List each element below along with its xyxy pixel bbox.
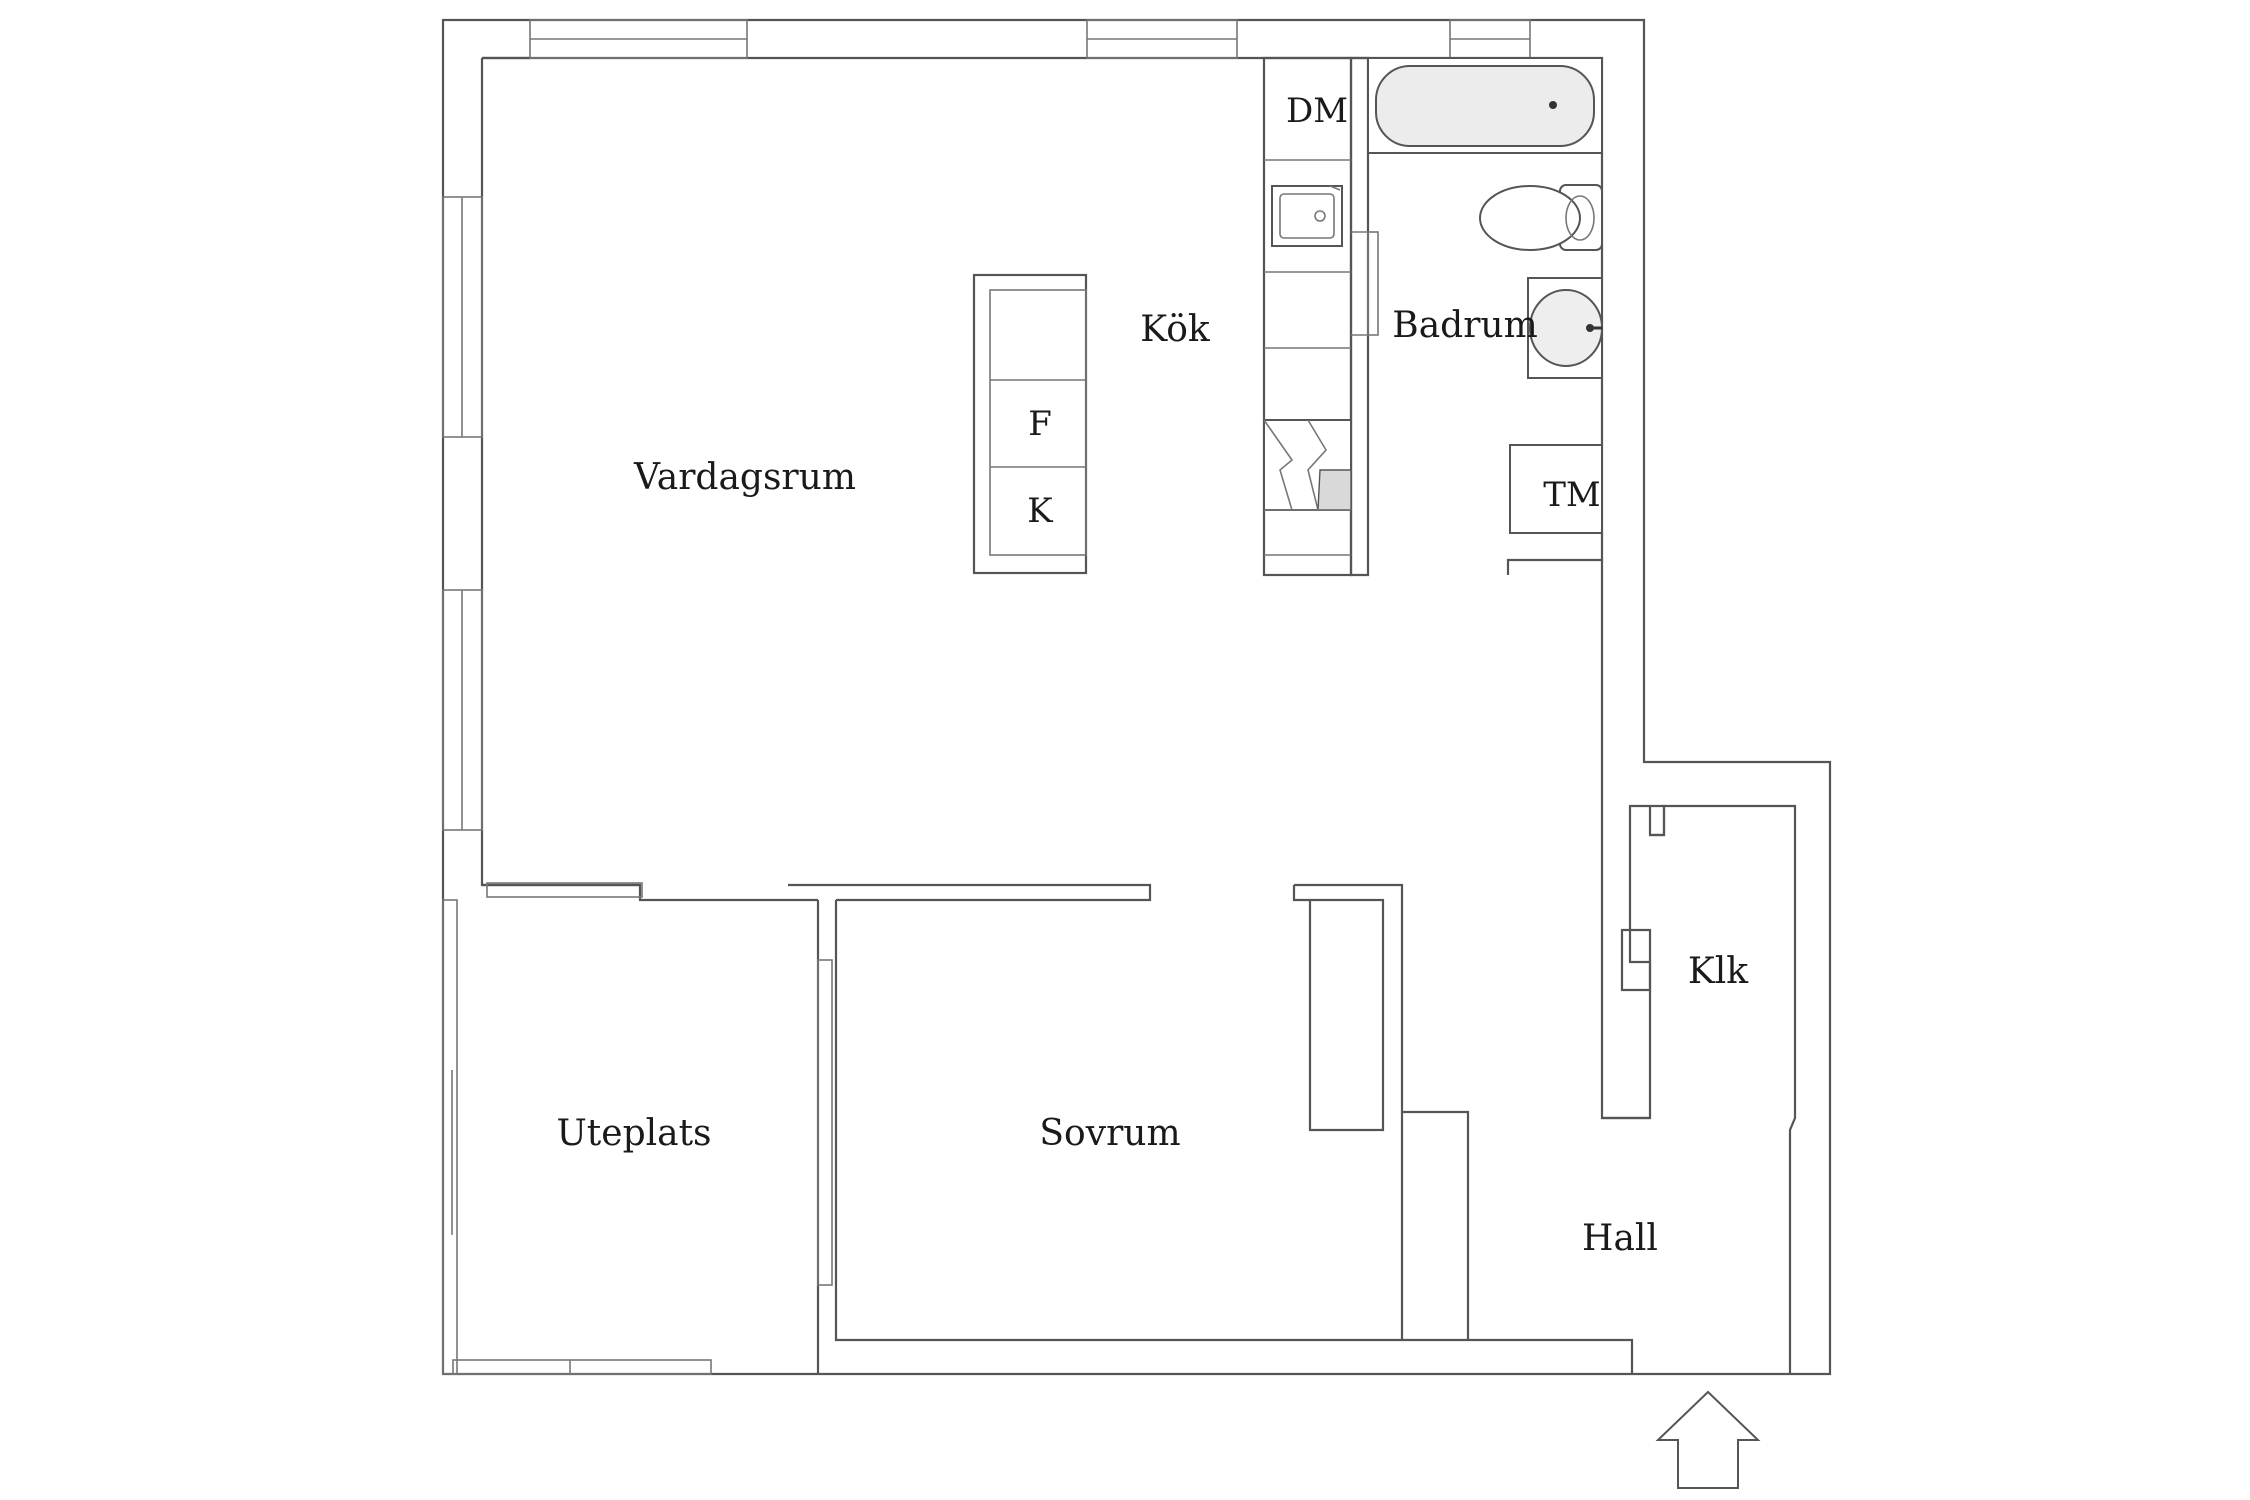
room-label-vardagsrum: Vardagsrum	[633, 457, 856, 498]
toilet-icon	[1479, 184, 1603, 251]
fixture-label-f: F	[1028, 404, 1052, 444]
washbasin-icon	[1527, 277, 1603, 379]
kitchen-sink-icon	[1271, 185, 1343, 247]
kitchen-island	[972, 273, 1088, 575]
fixture-label-k: K	[1027, 491, 1053, 531]
washing-machine	[1509, 444, 1603, 534]
bathtub-icon	[1367, 57, 1603, 154]
room-label-sovrum: Sovrum	[1039, 1113, 1180, 1154]
stove-icon	[1263, 419, 1352, 511]
entrance-arrow-icon	[1655, 1390, 1761, 1489]
fixture-label-tm: TM	[1543, 475, 1601, 515]
interior-walls	[482, 56, 1797, 1374]
room-label-klk: Klk	[1688, 951, 1749, 992]
exterior-walls	[441, 18, 1832, 1376]
bottom-windows	[452, 1359, 712, 1375]
room-label-uteplats: Uteplats	[556, 1113, 711, 1154]
fixture-label-dm: DM	[1286, 91, 1348, 131]
room-label-hall: Hall	[1582, 1218, 1658, 1259]
room-label-badrum: Badrum	[1392, 305, 1538, 346]
room-label-kok: Kök	[1140, 309, 1211, 350]
left-windows	[442, 196, 483, 1375]
top-windows	[529, 19, 1531, 59]
